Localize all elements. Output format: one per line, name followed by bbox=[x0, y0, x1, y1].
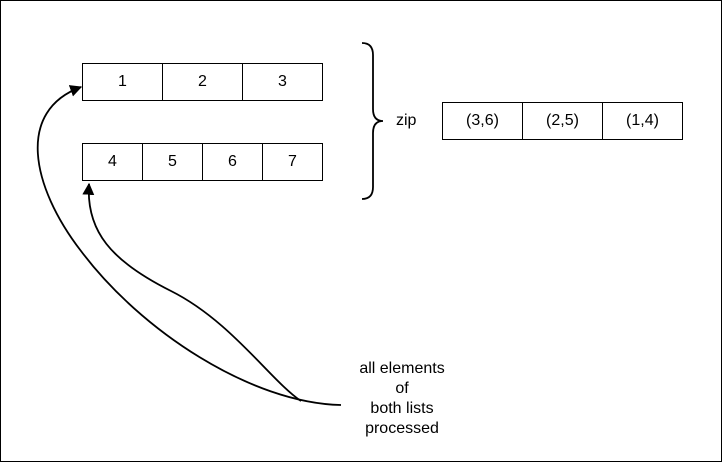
arrow-to-list-b bbox=[82, 182, 302, 402]
list-b-cell: 5 bbox=[142, 143, 203, 181]
list-b-cell: 4 bbox=[82, 143, 143, 181]
list-a: 1 2 3 bbox=[82, 63, 323, 101]
arrow-to-list-a bbox=[36, 85, 342, 406]
note-line: all elements bbox=[359, 360, 445, 377]
list-a-cell: 2 bbox=[162, 63, 243, 101]
list-b: 4 5 6 7 bbox=[82, 143, 323, 181]
zipped-list: (3,6) (2,5) (1,4) bbox=[442, 102, 683, 140]
list-a-cell: 3 bbox=[242, 63, 323, 101]
note-line: processed bbox=[365, 420, 439, 437]
zipped-cell: (1,4) bbox=[602, 102, 683, 140]
note-line: both lists bbox=[370, 400, 434, 417]
note-line: of bbox=[395, 380, 409, 397]
brace-icon bbox=[361, 42, 384, 200]
zipped-cell: (3,6) bbox=[442, 102, 523, 140]
list-b-cell: 6 bbox=[202, 143, 263, 181]
operation-label: zip bbox=[396, 112, 417, 129]
processed-note: all elements of both lists processed bbox=[331, 359, 473, 439]
zipped-cell: (2,5) bbox=[522, 102, 603, 140]
list-a-cell: 1 bbox=[82, 63, 163, 101]
list-b-cell: 7 bbox=[262, 143, 323, 181]
